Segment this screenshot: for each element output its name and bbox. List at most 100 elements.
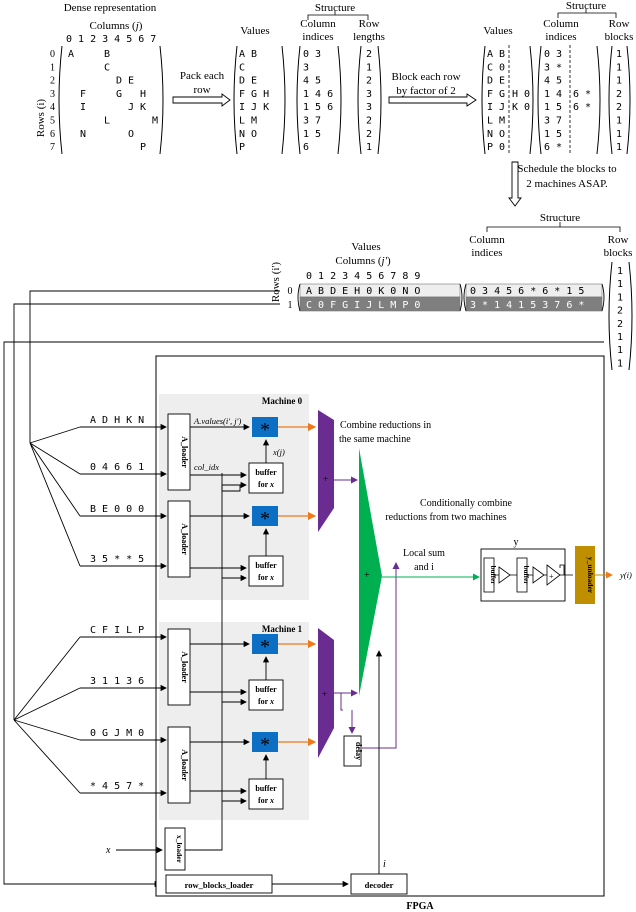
values-row-1-bg (299, 296, 461, 312)
packed-values-title: Values (240, 25, 269, 37)
sched-row-blocks-left-paren (608, 261, 613, 371)
sched-values-row-1: C 0 F G I J L M P 0 (306, 300, 420, 311)
a-loader-label: A_loader (180, 651, 189, 683)
blocked-col-row: 1 4 (544, 89, 562, 100)
machine0-title: Machine 0 (262, 396, 303, 406)
packed-col-row: 1 5 6 (303, 102, 333, 113)
feed-row1-line (13, 303, 280, 720)
blocked-col-indices-title-1: Column (543, 18, 579, 30)
delay-label: delay (354, 742, 363, 760)
dense-entry: J (128, 102, 134, 113)
feed-rowblocks-line (3, 341, 604, 888)
packed-value-row: C (239, 62, 245, 73)
y-buffer-2-label: buffer (522, 566, 530, 585)
stream-arrows (80, 423, 167, 797)
pack-arrow (172, 93, 231, 107)
reduce-tree-machine1-plus: + (322, 689, 327, 699)
packed-col-row: 1 4 6 (303, 89, 333, 100)
sched-row-blocks-title-2: blocks (604, 247, 633, 259)
dense-entry: I (80, 102, 86, 113)
sched-row-block-value: 1 (617, 332, 623, 343)
input-streams: A D H K N0 4 6 6 1B E 0 0 03 5 * * 5C F … (90, 415, 144, 792)
y-unloader-box (575, 546, 595, 604)
avalues-label: A.values(i', j') (193, 416, 241, 426)
packed-col-row: 3 (303, 62, 309, 73)
dense-left-paren (58, 45, 63, 155)
packed-cols-column: 0 334 51 4 61 5 63 71 56 (303, 49, 333, 153)
stream-values: 0 G J M 0 (90, 728, 144, 739)
stream-values: 0 4 6 6 1 (90, 462, 144, 473)
schedule-step: Schedule the blocks to 2 machines ASAP. (508, 161, 617, 207)
row-block-value: 1 (616, 116, 622, 127)
x-buffer-label-1: buffer (255, 784, 277, 793)
packed-value-row: A B (239, 49, 257, 60)
blocked-value-row: D E (487, 76, 505, 87)
a-loader-box (167, 413, 191, 491)
dense-entry: G (116, 89, 122, 100)
sched-column-indices: 0 1 2 3 4 5 6 7 8 9 (306, 271, 420, 282)
blocked-col-row-ext: 6 * (573, 102, 591, 113)
row-lengths-left-paren (357, 45, 362, 155)
packed-col-row: 4 5 (303, 76, 321, 87)
dense-entry: L (104, 116, 110, 127)
row-block-value: 1 (616, 129, 622, 140)
x-buffer-label-1: buffer (255, 685, 277, 694)
packed-col-row: 3 7 (303, 116, 321, 127)
sched-values-title: Values (351, 241, 380, 253)
sched-row-id-1: 1 (288, 300, 293, 311)
dense-entry: P (140, 142, 146, 153)
row-block-value: 1 (616, 49, 622, 60)
blocked-values-column: A BC 0D EF GI JL MN OP 0H 0K 0 (487, 49, 530, 153)
feed-row0-line (29, 290, 280, 443)
multiplier-box (252, 634, 278, 654)
stream-values: * 4 5 7 * (90, 781, 144, 792)
sched-row-blocks-right-paren (628, 261, 633, 371)
sched-row-blocks-title-1: Row (608, 234, 629, 246)
stream-values: 3 1 1 3 6 (90, 676, 144, 687)
reduction-links (334, 476, 480, 749)
row-lengths-right-paren (377, 45, 382, 155)
row-length-value: 2 (366, 116, 372, 127)
dense-rows-label: Rows (i) (35, 99, 47, 138)
x-loader-box (164, 827, 186, 871)
x-buffer-label-2: for x (258, 480, 274, 489)
blocked-values-left-paren (481, 45, 486, 155)
row-blocks-left-paren (608, 45, 613, 155)
block-step: Block each row by factor of 2 (388, 71, 477, 107)
x-loader-label: x_loader (175, 835, 184, 864)
row-lengths-title-1: Row (359, 18, 380, 30)
schedule-label-line2: 2 machines ASAP. (526, 178, 608, 190)
dense-column-indices: 0 1 2 3 4 5 6 7 (66, 34, 156, 45)
schedule-arrow (508, 161, 522, 207)
blocked-value-row: L M (487, 116, 505, 127)
block-label-line2: by factor of 2 (396, 85, 456, 97)
x-input-label: x (105, 845, 111, 856)
sched-row-block-value: 1 (617, 266, 623, 277)
pack-label-line1: Pack each (180, 70, 225, 82)
sched-values-left-paren (297, 283, 301, 312)
dense-title: Dense representation (64, 2, 157, 14)
y-unloader-label: y_unloader (586, 557, 595, 594)
blocked-value-row: I J (487, 102, 505, 113)
x-buffer-label-2: for x (258, 796, 274, 805)
x-buffer-label-1: buffer (255, 561, 277, 570)
blocked-value-row: C 0 (487, 62, 505, 73)
xj-label: x(j) (272, 447, 285, 457)
reduce-tree-machine1 (318, 628, 334, 758)
blocked-col-indices-title-2: indices (545, 31, 576, 43)
fpga-label: FPGA (406, 901, 434, 912)
blocked-col-row: 4 5 (544, 76, 562, 87)
block-arrow (388, 93, 477, 107)
blocked-value-row: F G (487, 89, 505, 100)
sched-cols-row-0: 0 3 4 5 6 * 6 * 1 5 (470, 286, 584, 297)
sched-structure-bracket (486, 222, 621, 232)
sched-col-indices-title-2: indices (471, 247, 502, 259)
decoder-label: decoder (365, 880, 394, 890)
multiplier-symbol: * (260, 508, 270, 530)
sched-row-block-value: 1 (617, 358, 623, 369)
row-length-value: 1 (366, 62, 372, 73)
row-blocks-title-1: Row (609, 18, 630, 30)
